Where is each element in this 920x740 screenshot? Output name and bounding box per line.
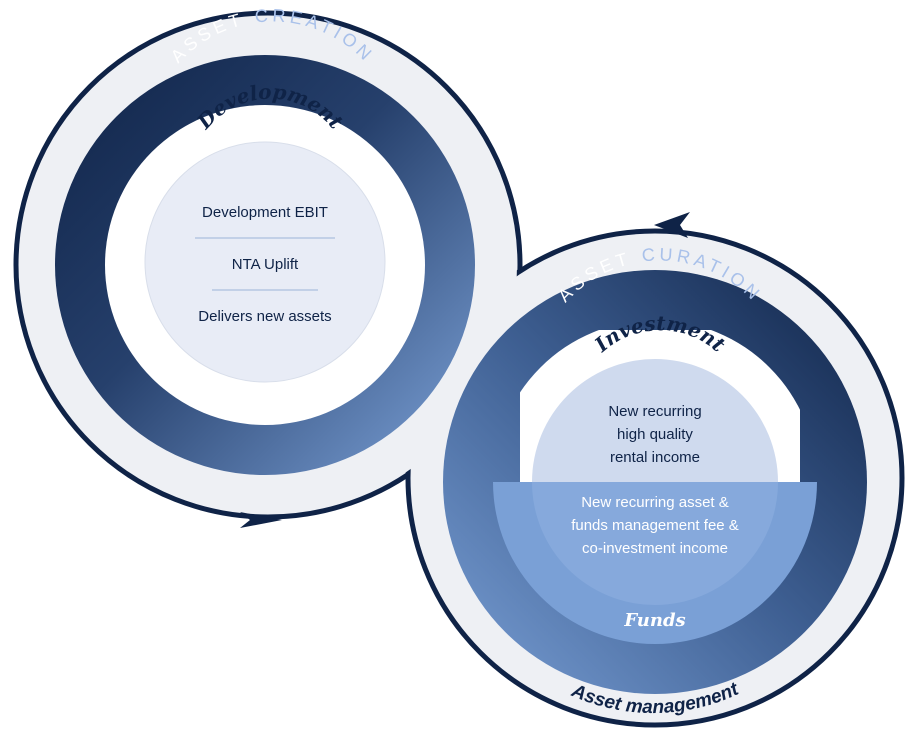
arrow-left-icon [654,212,690,238]
asset-curation-core-upper [532,359,778,482]
nta-uplift-label: NTA Uplift [232,256,299,273]
rental-income-line-1: New recurring [608,403,701,420]
asset-curation-core-lower [532,482,778,605]
asset-creation-core [144,141,386,383]
fee-income-line-3: co-investment income [582,540,728,557]
funds-label: Funds [623,610,685,631]
delivers-new-assets-label: Delivers new assets [198,308,331,325]
development-ebit-label: Development EBIT [202,204,328,221]
rental-income-line-2: high quality [617,426,693,443]
arrow-right-icon [240,512,282,528]
fee-income-line-1: New recurring asset & [581,494,729,511]
rental-income-line-3: rental income [610,449,700,466]
fee-income-line-2: funds management fee & [571,517,739,534]
